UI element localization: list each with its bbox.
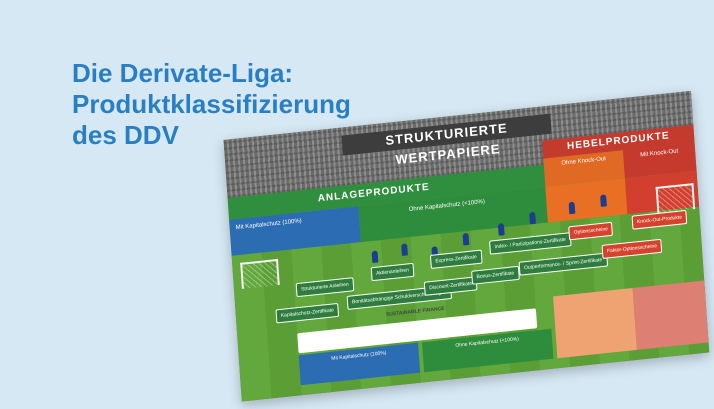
player-icon <box>401 243 408 256</box>
player-icon <box>600 194 607 207</box>
headline-line-3: des DDV <box>72 120 179 150</box>
headline-line-2: Produktklassifizierung <box>72 89 351 119</box>
player-icon <box>497 223 505 236</box>
player-icon <box>568 201 576 215</box>
bottom-mit-knockout <box>632 280 709 350</box>
headline: Die Derivate-Liga: Produktklassifizierun… <box>72 58 351 151</box>
player-icon <box>529 211 536 225</box>
goal-left-icon <box>240 258 280 289</box>
poster-image[interactable]: STRUKTURIERTE WERTPAPIERE HEBELPRODUKTE … <box>222 69 710 402</box>
bottom-ohne-knockout <box>553 288 637 359</box>
goal-right-icon <box>655 183 696 214</box>
headline-line-1: Die Derivate-Liga: <box>72 58 294 88</box>
player-icon <box>462 232 470 246</box>
player-icon <box>371 250 379 264</box>
poster-board: STRUKTURIERTE WERTPAPIERE HEBELPRODUKTE … <box>223 90 710 402</box>
